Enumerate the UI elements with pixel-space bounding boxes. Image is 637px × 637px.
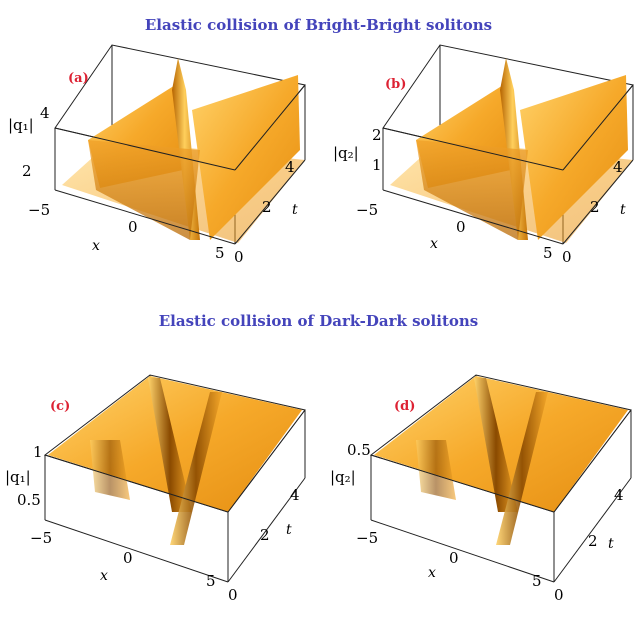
- xtick-a-3: 5: [215, 244, 225, 262]
- box-bottom-front-edge: [54, 189, 236, 245]
- box-top-right-edge: [234, 84, 306, 171]
- ttick-b-1: 0: [562, 248, 572, 266]
- xtick-a-1: −5: [28, 201, 50, 219]
- dark-soliton-dip: [416, 440, 456, 500]
- box-bottom-right-edge: [553, 477, 632, 583]
- panel-label-c: (c): [50, 399, 70, 414]
- xtick-c-3: 5: [206, 572, 216, 590]
- soliton-ridge-2: [520, 75, 628, 240]
- box-top-right-edge: [562, 84, 634, 171]
- dark-soliton-trough-2: [496, 392, 548, 545]
- xtick-c-2: 0: [123, 549, 133, 567]
- xtick-d-2: 0: [449, 549, 459, 567]
- box-top-front-edge: [370, 454, 555, 513]
- tlabel-a: t: [292, 202, 298, 218]
- box-bottom-right-edge: [562, 159, 634, 245]
- box-top-right-edge: [227, 409, 306, 513]
- ztick-c-1: 1: [33, 443, 43, 461]
- zlabel-b: |q₂|: [333, 144, 359, 162]
- panel-c: (c) |q₁| 1 0.5 −5 0 5 x 0 2 4 t: [5, 374, 306, 604]
- ttick-b-2: 2: [590, 198, 600, 216]
- ztick-c-2: 0.5: [17, 491, 41, 509]
- tlabel-b: t: [620, 202, 626, 218]
- ztick-b-2: 1: [372, 156, 382, 174]
- tlabel-d: t: [608, 536, 614, 552]
- ttick-a-2: 2: [262, 198, 272, 216]
- tlabel-c: t: [286, 522, 292, 538]
- panel-b: (b) |q₂| 2 1 −5 0 5 x 0 2 4 t: [333, 44, 634, 266]
- ttick-d-1: 0: [554, 586, 564, 604]
- box-top-right-edge: [553, 409, 632, 513]
- dark-soliton-trough-2: [170, 392, 222, 545]
- xtick-a-2: 0: [128, 218, 138, 236]
- zlabel-a: |q₁|: [8, 116, 34, 134]
- ztick-d-1: 0.5: [347, 441, 371, 459]
- ztick-a-2: 2: [22, 162, 32, 180]
- dark-collision-heading: Elastic collision of Dark-Dark solitons: [158, 312, 479, 330]
- box-bottom-right-edge: [234, 159, 306, 245]
- xtick-d-1: −5: [356, 529, 378, 547]
- xlabel-d: x: [428, 565, 436, 581]
- bright-collision-heading: Elastic collision of Bright-Bright solit…: [144, 16, 493, 34]
- front-wall: [416, 140, 528, 240]
- panel-label-a: (a): [68, 71, 89, 86]
- box-top-front-edge: [44, 454, 229, 513]
- xlabel-a: x: [92, 238, 100, 254]
- xtick-b-2: 0: [456, 218, 466, 236]
- ttick-a-1: 0: [234, 248, 244, 266]
- ztick-a-1: 4: [40, 104, 50, 122]
- ttick-d-2: 2: [588, 532, 598, 550]
- xtick-b-1: −5: [356, 201, 378, 219]
- zlabel-c: |q₁|: [5, 468, 31, 486]
- panel-label-b: (b): [385, 77, 406, 92]
- panel-label-d: (d): [394, 399, 415, 414]
- ttick-c-2: 2: [260, 526, 270, 544]
- zlabel-d: |q₂|: [330, 468, 356, 486]
- ttick-c-3: 4: [290, 486, 300, 504]
- xtick-c-1: −5: [30, 529, 52, 547]
- xtick-d-3: 5: [532, 572, 542, 590]
- box-top-front-edge: [54, 127, 236, 171]
- xlabel-c: x: [100, 568, 108, 584]
- dark-soliton-trough-1: [148, 378, 192, 512]
- front-wall: [88, 140, 200, 240]
- box-bottom-front-edge: [44, 519, 229, 583]
- xlabel-b: x: [430, 236, 438, 252]
- dark-soliton-dip: [90, 440, 130, 500]
- dark-soliton-trough-1: [474, 378, 518, 512]
- panel-d: (d) |q₂| 0.5 −5 0 5 x 0 2 4 t: [330, 374, 632, 604]
- ttick-d-3: 4: [614, 486, 624, 504]
- box-bottom-front-edge: [382, 189, 564, 245]
- box-bottom-right-edge: [227, 477, 306, 583]
- ttick-b-3: 4: [613, 158, 623, 176]
- box-bottom-front-edge: [370, 519, 555, 583]
- xtick-b-3: 5: [543, 244, 553, 262]
- ttick-a-3: 4: [285, 158, 295, 176]
- ttick-c-1: 0: [228, 586, 238, 604]
- panel-a: (a) |q₁| 4 2 −5 0 5 x 0 2 4 t: [8, 44, 306, 266]
- ztick-b-1: 2: [372, 126, 382, 144]
- box-top-front-edge: [382, 127, 564, 171]
- soliton-ridge-2: [192, 75, 300, 240]
